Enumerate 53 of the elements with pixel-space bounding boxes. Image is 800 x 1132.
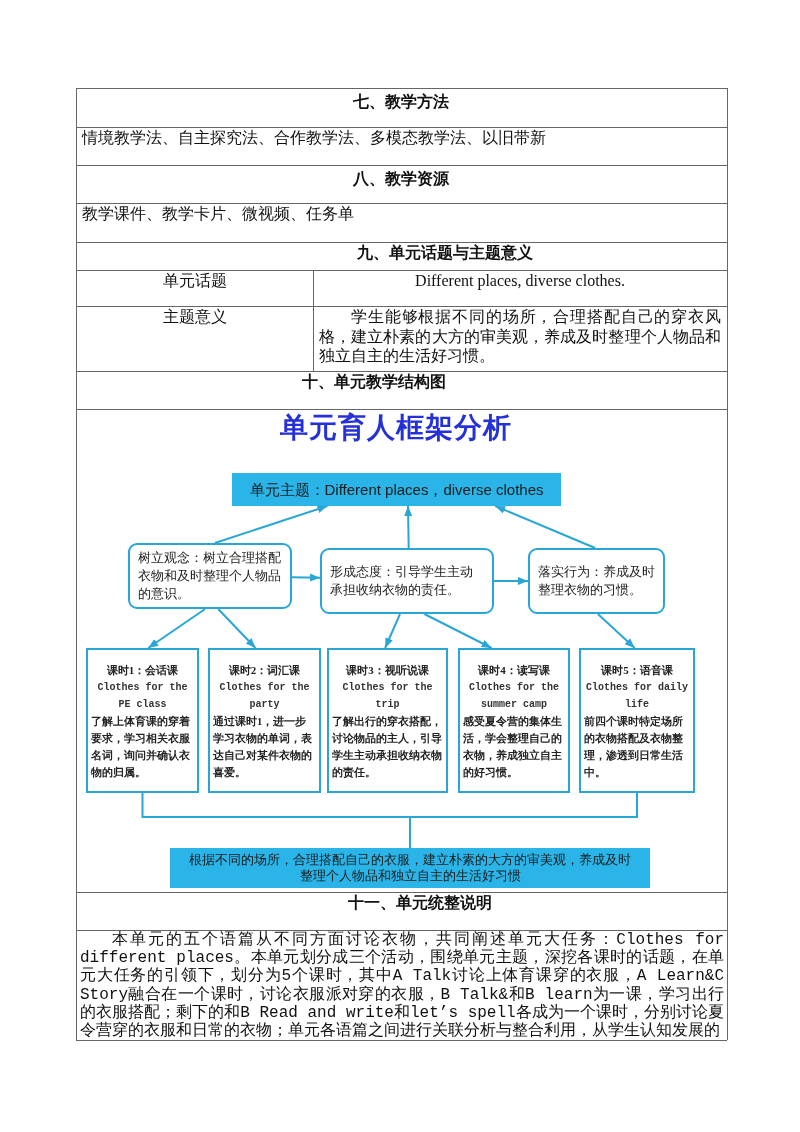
section-heading: 八、教学资源 — [353, 169, 449, 188]
arrow — [596, 613, 636, 649]
banner-text: 单元主题：Different places，diverse clothes — [249, 480, 544, 499]
lesson-box — [458, 648, 570, 793]
theme-banner — [232, 473, 561, 506]
goal-text: 树立观念：树立合理搭配衣物和及时整理个人物品的意识。 — [138, 550, 282, 603]
arrow — [213, 505, 329, 544]
diagram-title: 单元育人框架分析 — [280, 412, 512, 444]
goal-box — [320, 548, 494, 614]
lesson-title: Clothes for the party — [218, 680, 311, 712]
arrow — [384, 613, 401, 649]
paragraph: 本单元的五个语篇从不同方面讨论衣物，共同阐述单元大任务：Clothes for different places。本单元划分成三个活动，围绕单元主题，深挖各课时的话题，在单元大任务的引领下，划分为5个课时，其中A Talk讨论上体育课穿的衣服，A Learn&C Story融合在一个课时，讨论衣服派对穿的衣服，B Talk&和B learn为一课，学习出行的衣服搭配；剩下的和B Read and write和let’s spell各成为一个课时，分别讨论夏令营穿的衣服和日常的衣物；单元各语篇之间进行关联分析与整合利用，从学生认知发展的 — [80, 931, 724, 1041]
goal-box — [528, 548, 665, 614]
goal-text: 形成态度：引导学生主动承担收纳衣物的责任。 — [330, 564, 474, 599]
section-heading: 九、单元话题与主题意义 — [357, 243, 533, 262]
goal-box — [128, 543, 292, 609]
arrow — [147, 608, 207, 649]
lesson-title: Clothes for daily life — [585, 680, 689, 712]
lesson-description: 通过课时1，进一步学习衣物的单词，表达自己对某件衣物的喜爱。 — [213, 714, 313, 780]
cell-text: Different places, diverse clothes. — [415, 271, 625, 291]
lesson-box — [579, 648, 695, 793]
lesson-description: 了解出行的穿衣搭配，讨论物品的主人，引导学生主动承担收纳衣物的责任。 — [332, 714, 443, 780]
arrow — [217, 608, 257, 649]
lesson-box — [86, 648, 199, 793]
lesson-heading: 课时2：词汇课 — [228, 662, 301, 678]
arrow — [404, 505, 413, 549]
connector-line — [409, 792, 638, 849]
summary-text: 根据不同的场所，合理搭配自己的衣服，建立朴素的大方的审美观，养成及时整理个人物品和独立自主的生活好习惯 — [188, 852, 632, 884]
arrow — [494, 505, 597, 549]
lesson-title: Clothes for the trip — [341, 680, 434, 712]
lesson-heading: 课时1：会话课 — [106, 662, 179, 678]
lesson-description: 感受夏令营的集体生活，学会整理自己的衣物，养成独立自主的好习惯。 — [463, 714, 563, 780]
lesson-heading: 课时3：视听说课 — [346, 662, 429, 678]
lesson-heading: 课时5：语音课 — [601, 662, 673, 678]
summary-banner — [170, 848, 650, 888]
cell-text: 教学课件、教学卡片、微视频、任务单 — [82, 204, 354, 224]
goal-text: 落实行为：养成及时整理衣物的习惯。 — [538, 564, 655, 599]
section-heading: 七、教学方法 — [353, 92, 449, 111]
lesson-description: 前四个课时特定场所的衣物搭配及衣物整理，渗透到日常生活中。 — [584, 714, 684, 780]
arrow — [493, 577, 529, 585]
paragraph: 学生能够根据不同的场所，合理搭配自己的穿衣风格，建立朴素的大方的审美观，养成及时整理个人物品和独立自主的生活好习惯。 — [319, 307, 721, 366]
lesson-description: 了解上体育课的穿着要求，学习相关衣服名词，询问并确认衣物的归属。 — [91, 714, 191, 780]
cell-text: 情境教学法、自主探究法、合作教学法、多模态教学法、以旧带新 — [82, 128, 546, 148]
lesson-heading: 课时4：读写课 — [478, 662, 550, 678]
arrow — [291, 573, 321, 582]
section-heading: 十、单元教学结构图 — [302, 372, 446, 391]
lesson-title: Clothes for the PE class — [96, 680, 189, 712]
lesson-title: Clothes for the summer camp — [468, 680, 560, 712]
arrow — [423, 613, 493, 649]
row-label: 单元话题 — [163, 271, 227, 291]
lesson-box — [208, 648, 321, 793]
row-label: 主题意义 — [163, 307, 227, 327]
lesson-box — [327, 648, 448, 793]
